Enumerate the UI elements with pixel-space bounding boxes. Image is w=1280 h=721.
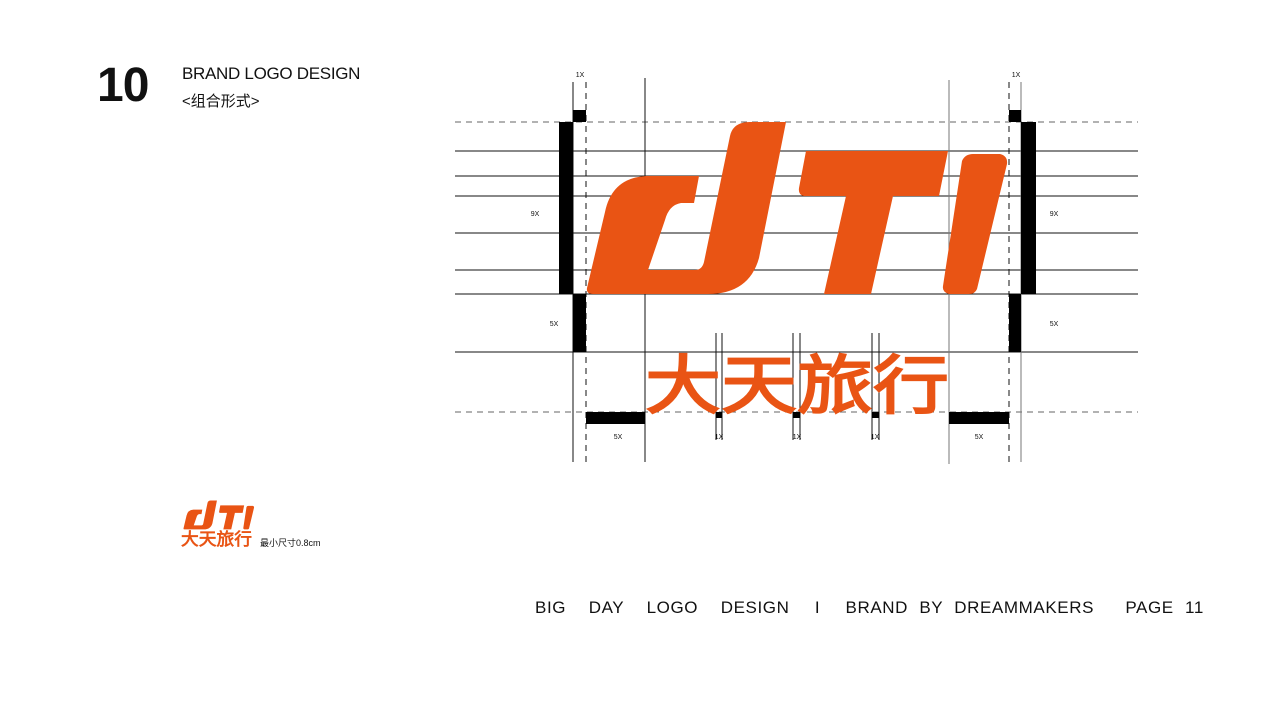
logo-letter-d <box>586 122 786 294</box>
logo-chinese-name: 大天旅行 <box>645 350 949 424</box>
measure-bar-1x <box>573 110 586 122</box>
footer-brand: BRAND BY DREAMMAKERS <box>845 598 1095 617</box>
measure-label: 9X <box>531 211 540 218</box>
measure-label: 5X <box>975 434 984 441</box>
measure-bar-1x <box>716 412 722 418</box>
measure-label: 1X <box>715 434 724 441</box>
measure-bar-5x <box>949 412 1009 424</box>
footer: BIG DAY LOGO DESIGN I BRAND BY DREAMMAKE… <box>535 598 1218 618</box>
measure-label: 1X <box>1012 72 1021 79</box>
measure-bar-9x <box>559 122 573 294</box>
measure-bar-1x <box>793 412 800 418</box>
measure-label: 1X <box>576 72 585 79</box>
minimum-size-note: 最小尺寸0.8cm <box>260 538 321 548</box>
footer-page: PAGE 11 <box>1125 598 1204 617</box>
measure-bars <box>559 110 1036 424</box>
section-title: BRAND LOGO DESIGN <box>182 64 361 83</box>
measure-bar-5x <box>1009 294 1021 352</box>
logo-letter-t <box>798 151 948 294</box>
measure-label: 9X <box>1050 211 1059 218</box>
measure-label: 1X <box>871 434 880 441</box>
measure-bar-5x <box>586 412 645 424</box>
measure-bar-1x <box>872 412 879 418</box>
logo-letter-i <box>243 505 255 530</box>
measure-label: 5X <box>614 434 623 441</box>
logo-small <box>183 500 255 530</box>
measure-bar-1x <box>1009 110 1021 122</box>
measure-labels: 1X 1X 9X 9X 5X 5X 5X 5X 1X 1X 1X <box>531 72 1059 441</box>
footer-divider: I <box>814 598 821 617</box>
measure-label: 5X <box>1050 321 1059 328</box>
logo-large: 大天旅行 <box>586 122 1008 424</box>
footer-title: BIG DAY LOGO DESIGN <box>535 598 790 617</box>
logo-letter-d <box>183 500 217 530</box>
measure-bar-5x <box>573 294 586 352</box>
measure-label: 5X <box>550 321 559 328</box>
measure-bar-9x <box>1021 122 1036 294</box>
logo-letter-i <box>942 154 1008 294</box>
section-subtitle: <组合形式> <box>182 93 260 110</box>
small-logo-chinese-name: 大天旅行 <box>181 529 252 550</box>
measure-label: 1X <box>793 434 802 441</box>
section-number: 10 <box>97 59 149 112</box>
logo-letter-t <box>219 505 245 530</box>
